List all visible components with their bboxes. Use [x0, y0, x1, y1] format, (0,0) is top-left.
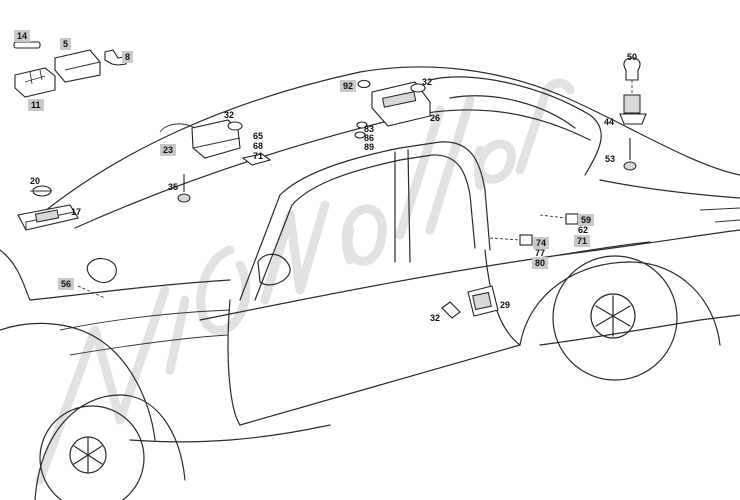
part-50-bulb-graphic	[623, 57, 641, 95]
label-32-rear[interactable]: 32	[422, 77, 433, 87]
label-92[interactable]: 92	[340, 80, 357, 92]
label-32-door[interactable]: 32	[430, 313, 441, 323]
label-71-rear[interactable]: 71	[574, 235, 591, 247]
part-32-bulb-a-graphic	[227, 121, 243, 131]
part-29-contact-switch-graphic	[467, 285, 499, 317]
label-5[interactable]: 5	[60, 38, 72, 50]
label-11[interactable]: 11	[28, 99, 44, 111]
label-26[interactable]: 26	[430, 113, 441, 123]
part-26-lamp-graphic	[371, 81, 431, 127]
label-77[interactable]: 77	[535, 248, 546, 258]
label-20[interactable]: 20	[30, 176, 41, 186]
part-11-graphic	[14, 67, 56, 98]
label-59[interactable]: 59	[578, 214, 595, 226]
label-32-dome[interactable]: 32	[224, 110, 235, 120]
label-80[interactable]: 80	[532, 257, 549, 269]
front-wheel	[34, 394, 186, 500]
label-23[interactable]: 23	[160, 144, 177, 156]
part-8-bulb-graphic	[104, 49, 127, 66]
part-92-bulb-graphic	[357, 79, 371, 89]
part-23-dome-lamp-graphic	[159, 119, 241, 159]
part-44-socket-graphic	[619, 94, 647, 125]
part-17-lamp-graphic	[17, 204, 79, 231]
label-35[interactable]: 35	[168, 182, 179, 192]
label-83[interactable]: 83	[364, 124, 375, 134]
label-68[interactable]: 68	[253, 141, 264, 151]
label-29[interactable]: 29	[500, 300, 511, 310]
part-32-bulb-c-graphic	[441, 301, 461, 319]
label-65[interactable]: 65	[253, 131, 264, 141]
label-8[interactable]: 8	[122, 51, 134, 63]
part-74-switch-graphic	[489, 234, 533, 246]
label-50[interactable]: 50	[627, 52, 638, 62]
label-74[interactable]: 74	[533, 237, 550, 249]
label-17[interactable]: 17	[71, 207, 82, 217]
part-14-graphic	[13, 41, 41, 49]
rear-wheel	[519, 255, 721, 381]
part-5-graphic	[54, 49, 101, 83]
part-35-screw-graphic	[177, 174, 191, 203]
label-62[interactable]: 62	[578, 225, 589, 235]
label-86[interactable]: 86	[364, 133, 375, 143]
watermark-graphic	[35, 78, 575, 485]
part-53-screw-graphic	[623, 138, 637, 171]
part-32-bulb-b-graphic	[410, 83, 426, 93]
part-83-bulb-graphic	[354, 121, 368, 139]
label-56[interactable]: 56	[58, 278, 75, 290]
part-59-switch-graphic	[539, 213, 579, 225]
car-body	[0, 66, 740, 443]
label-71-dome[interactable]: 71	[253, 151, 264, 161]
label-53[interactable]: 53	[605, 154, 616, 164]
label-14[interactable]: 14	[14, 30, 31, 42]
part-65-lens-graphic	[241, 153, 272, 166]
part-20-bulb-graphic	[30, 185, 52, 197]
label-44[interactable]: 44	[604, 117, 615, 127]
label-89[interactable]: 89	[364, 142, 375, 152]
part-56-harness-graphic	[77, 258, 117, 299]
